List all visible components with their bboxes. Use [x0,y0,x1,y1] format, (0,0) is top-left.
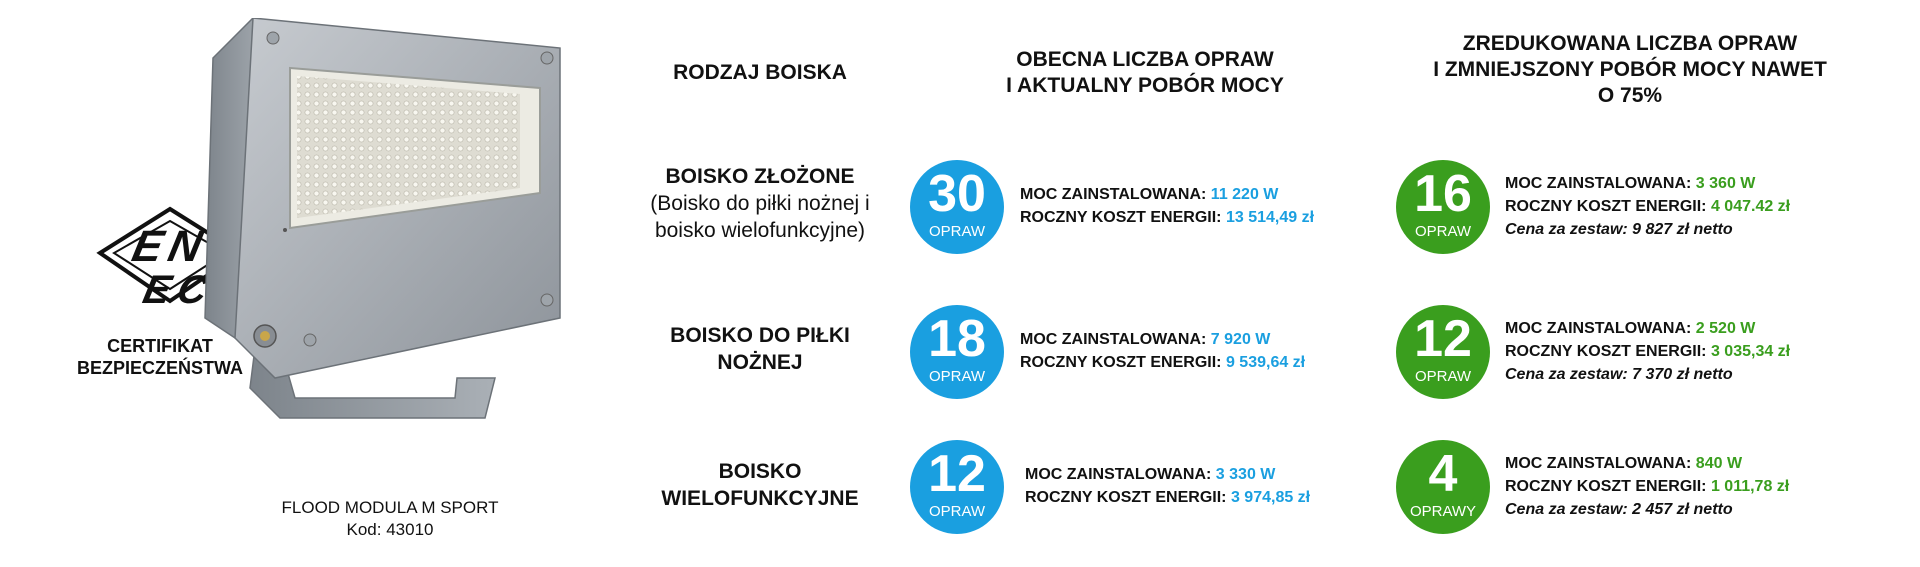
power-label: MOC ZAINSTALOWANA: [1505,320,1692,337]
current-unit: OPRAW [928,223,986,240]
power-value: 7 920 W [1210,331,1271,348]
current-info: MOC ZAINSTALOWANA: 7 920 W ROCZNY KOSZT … [1020,328,1305,374]
reduced-unit: OPRAW [1414,368,1472,385]
certificate-line-2: BEZPIECZEŃSTWA [76,358,243,378]
field-name-line-2: NOŻNEJ [717,351,803,374]
cost-label: ROCZNY KOSZT ENERGII: [1020,209,1222,226]
field-type-row-2: BOISKO DO PIŁKI NOŻNEJ [615,322,905,376]
current-count: 12 [928,445,986,503]
header-current-line-1: OBECNA LICZBA OPRAW [1016,48,1274,71]
field-name-line-2: WIELOFUNKCYJNE [661,487,859,510]
power-value: 2 520 W [1695,320,1756,337]
cost-value: 3 974,85 zł [1230,489,1311,506]
reduced-count-badge: 4 OPRAWY [1396,440,1490,534]
enec-mark-icon: E N E C [96,206,244,312]
power-label: MOC ZAINSTALOWANA: [1020,331,1207,348]
set-price: Cena za zestaw: 7 370 zł netto [1505,366,1733,383]
reduced-count-badge: 12 OPRAW [1396,305,1490,399]
cost-label: ROCZNY KOSZT ENERGII: [1505,343,1707,360]
reduced-count: 16 [1414,165,1472,223]
cost-value: 9 539,64 zł [1225,354,1306,371]
field-name: BOISKO ZŁOŻONE [665,165,855,188]
reduced-info: MOC ZAINSTALOWANA: 3 360 W ROCZNY KOSZT … [1505,172,1790,241]
field-name-line-1: BOISKO [718,460,802,483]
field-type-row-3: BOISKO WIELOFUNKCYJNE [615,458,905,512]
power-label: MOC ZAINSTALOWANA: [1505,175,1692,192]
header-reduced-line-1: ZREDUKOWANA LICZBA OPRAW [1462,32,1798,55]
set-price: Cena za zestaw: 9 827 zł netto [1505,221,1733,238]
current-info: MOC ZAINSTALOWANA: 3 330 W ROCZNY KOSZT … [1025,463,1310,509]
set-price: Cena za zestaw: 2 457 zł netto [1505,501,1733,518]
power-label: MOC ZAINSTALOWANA: [1020,186,1207,203]
field-desc-line-2: boisko wielofunkcyjne) [654,219,866,242]
product-code: Kod: 43010 [346,520,434,539]
reduced-unit: OPRAW [1414,223,1472,240]
enec-logo: E N E C [70,205,250,335]
cost-label: ROCZNY KOSZT ENERGII: [1025,489,1227,506]
current-count-badge: 30 OPRAW [910,160,1004,254]
power-value: 3 330 W [1215,466,1276,483]
reduced-info: MOC ZAINSTALOWANA: 2 520 W ROCZNY KOSZT … [1505,317,1790,386]
current-count: 30 [928,165,986,223]
cost-label: ROCZNY KOSZT ENERGII: [1020,354,1222,371]
power-value: 11 220 W [1210,186,1279,203]
header-reduced: ZREDUKOWANA LICZBA OPRAW I ZMNIEJSZONY P… [1385,31,1875,109]
cost-label: ROCZNY KOSZT ENERGII: [1505,198,1707,215]
reduced-count: 4 [1428,445,1458,503]
certificate-line-1: CERTIFIKAT [107,336,213,356]
current-info: MOC ZAINSTALOWANA: 11 220 W ROCZNY KOSZT… [1020,183,1314,229]
reduced-count-badge: 16 OPRAW [1396,160,1490,254]
certificate-label: CERTIFIKAT BEZPIECZEŃSTWA [40,335,280,379]
product-name: FLOOD MODULA M SPORT [281,498,499,517]
header-reduced-line-2: I ZMNIEJSZONY POBÓR MOCY NAWET [1433,58,1827,81]
cost-value: 1 011,78 zł [1710,478,1790,495]
cost-value: 13 514,49 zł [1225,209,1315,226]
current-unit: OPRAW [928,368,986,385]
power-label: MOC ZAINSTALOWANA: [1025,466,1212,483]
flood-light-icon [204,17,561,419]
cost-value: 3 035,34 zł [1710,343,1791,360]
field-name-line-1: BOISKO DO PIŁKI [670,324,850,347]
product-caption: FLOOD MODULA M SPORT Kod: 43010 [250,497,530,541]
power-value: 840 W [1695,455,1743,472]
current-unit: OPRAW [928,503,986,520]
header-field-type: RODZAJ BOISKA [673,61,847,84]
header-reduced-line-3: O 75% [1597,84,1663,107]
current-count: 18 [928,310,986,368]
current-count-badge: 12 OPRAW [910,440,1004,534]
reduced-unit: OPRAWY [1409,503,1477,520]
current-count-badge: 18 OPRAW [910,305,1004,399]
reduced-info: MOC ZAINSTALOWANA: 840 W ROCZNY KOSZT EN… [1505,452,1789,521]
product-image [195,17,575,488]
field-type-row-1: BOISKO ZŁOŻONE (Boisko do piłki nożnej i… [615,163,905,244]
cost-label: ROCZNY KOSZT ENERGII: [1505,478,1707,495]
field-desc-line-1: (Boisko do piłki nożnej i [650,192,870,215]
header-current-line-2: I AKTUALNY POBÓR MOCY [1006,74,1284,97]
cost-value: 4 047.42 zł [1710,198,1791,215]
header-current: OBECNA LICZBA OPRAW I AKTUALNY POBÓR MOC… [955,47,1335,99]
reduced-count: 12 [1414,310,1472,368]
power-label: MOC ZAINSTALOWANA: [1505,455,1692,472]
power-value: 3 360 W [1695,175,1756,192]
